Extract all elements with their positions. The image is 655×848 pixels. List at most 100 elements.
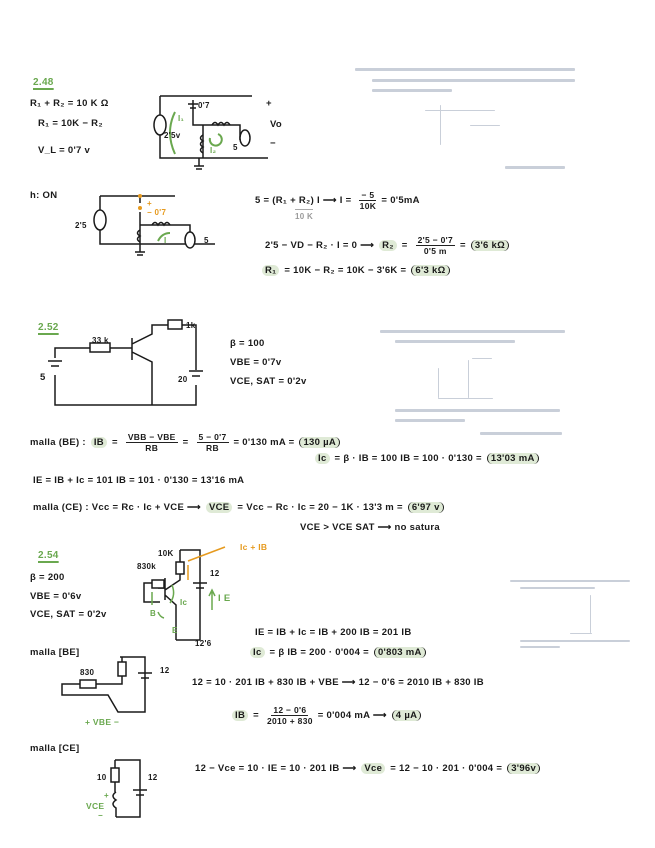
minus-label: − [270,138,276,149]
fraction-denominator: RB [206,443,219,453]
equation-text: = 0'130 mA = [233,437,295,449]
rc-label: 10K [158,549,174,558]
boxed-result: 130 µA [299,437,341,449]
boxed-result: 3'96v [507,763,541,774]
boxed-result: 0'803 mA [373,647,426,658]
equation: malla (CE) : Vcc = Rc · Ic + VCE ⟶ VCE = V… [33,502,449,514]
rb-label: 33 k [92,336,109,345]
source-label: 2'5 [75,221,87,230]
plus-label: + [266,98,272,109]
equation: Ic = β · IB = 100 IB = 100 · 0'130 = 13'03… [315,453,544,465]
highlighted-variable: Vce [361,763,386,774]
source-label: 5 [204,236,209,245]
loop-current-label: I₂ [210,146,217,155]
equation: IE = IB + Ic = IB + 200 IB = 201 IB [255,627,417,639]
source-label: 5 [233,143,238,152]
resistor-label: 10 [97,773,107,782]
equation-text: = Vcc − Rc · Ic = 20 − 1K · 13'3 m = [237,502,403,513]
exercise-title-2-48: 2.48 [33,77,54,88]
boxed-result: 6'97 v [407,502,444,513]
note-label: 12'6 [195,639,212,648]
diode-plus-label: + [147,199,152,208]
exercise-title-2-54: 2.54 [38,550,59,561]
source-label: 12 [148,773,158,782]
highlighted-variable: Ic [250,647,265,658]
circuit-malla-be [61,656,152,713]
given-line: β = 200 [30,572,65,583]
rc-label: 1k [186,321,196,330]
vcc-label: 20 [178,375,188,384]
current-label: I [164,236,167,245]
minus-label: − [98,811,103,820]
equation-text: IE = IB + Ic = IB + 200 IB = 201 IB [255,627,412,638]
equation: VCE > VCE SAT ⟶ no satura [300,522,445,534]
source-label: 2'5v [164,131,181,140]
vce-label: VCE [86,801,105,811]
equation-text: = 0'5mA [381,195,420,207]
boxed-result: 3'6 kΩ [470,240,510,252]
given-line: VBE = 0'6v [30,591,82,602]
fraction-denominator: RB [145,443,159,453]
equation-text: = 0'004 mA ⟶ [317,710,387,722]
source-label: 12 [160,666,170,675]
highlighted-variable: R₂ [379,240,397,252]
fraction-numerator: 12 − 0'6 [271,705,309,716]
ic-label: Ic [180,598,188,607]
fraction-numerator: 5 − 0'7 [196,432,229,443]
malla-be-heading: malla [BE] [30,647,80,658]
equation: Ic= β IB = 200 · 0'004 =0'803 mA [250,647,431,659]
diode-voltage-label: − 0'7 [147,208,167,217]
equation-text: = [111,437,118,449]
fraction-denominator: 10K [359,201,377,211]
equation: IE = IB + Ic = 101 IB = 101 · 0'130 = 13… [33,475,249,487]
equation-text: malla (CE) : Vcc = Rc · Ic + VCE ⟶ [33,502,201,513]
emitter-label: E [172,626,178,635]
boxed-result: 4 µA [391,710,422,722]
diode-state: h: ON [30,190,58,201]
base-label: B [150,609,157,618]
equation-text: 12 − Vce = 10 · IE = 10 · 201 IB ⟶ [195,763,357,774]
circuit-2-52 [48,319,203,406]
exercise-title-2-52: 2.52 [38,322,59,333]
equation-text: IE = IB + Ic = 101 IB = 101 · 0'130 = 13… [33,475,245,486]
output-voltage-label: Vo [270,119,283,130]
circuit-2-54 [143,546,226,641]
malla-ce-heading: malla [CE] [30,743,80,754]
highlighted-variable: IB [232,710,249,722]
highlighted-variable: Ic [315,453,330,464]
given-line: VCE, SAT = 0'2v [230,376,307,387]
circuit-malla-ce [110,759,147,818]
given-line: VBE = 0'7v [230,357,282,368]
highlighted-variable: IB [90,437,107,449]
diode-voltage-label: 0'7 [198,101,210,110]
equation-text: = [182,437,189,449]
vcc-label: 12 [210,569,220,578]
equation: 12 − Vce = 10 · IE = 10 · 201 IB ⟶ Vce = 1… [195,763,545,775]
fraction-numerator: − 5 [359,190,377,201]
given-line: R₁ + R₂ = 10 K Ω [30,98,109,109]
vbb-label: 5 [40,372,46,383]
plus-label: + [104,791,109,800]
rb-label: 830k [137,562,156,571]
fraction-numerator: VBB − VBE [125,432,178,443]
equation-text: = [460,240,466,252]
equation-text: VCE > VCE SAT ⟶ no satura [300,522,440,533]
ie-label: I E [218,593,231,604]
fraction-denominator: 2010 + 830 [266,716,313,726]
brace-label: 10 K [295,209,314,223]
equation-text: = 12 − 10 · 201 · 0'004 = [390,763,503,774]
given-line: V_L = 0'7 v [38,145,91,156]
vbe-label: + VBE − [85,717,120,727]
boxed-result: 6'3 kΩ [411,265,450,276]
boxed-result: 13'03 mA [486,453,539,464]
equation-text: = [401,240,408,252]
equation-text: = β · IB = 100 IB = 100 · 0'130 = [334,453,482,464]
equation: R₁= 10K − R₂ = 10K − 3'6K =6'3 kΩ [262,265,455,277]
equation: 12 = 10 · 201 IB + 830 IB + VBE ⟶ 12 − 0… [192,677,489,689]
highlighted-variable: R₁ [262,265,280,276]
highlighted-variable: VCE [205,502,233,513]
